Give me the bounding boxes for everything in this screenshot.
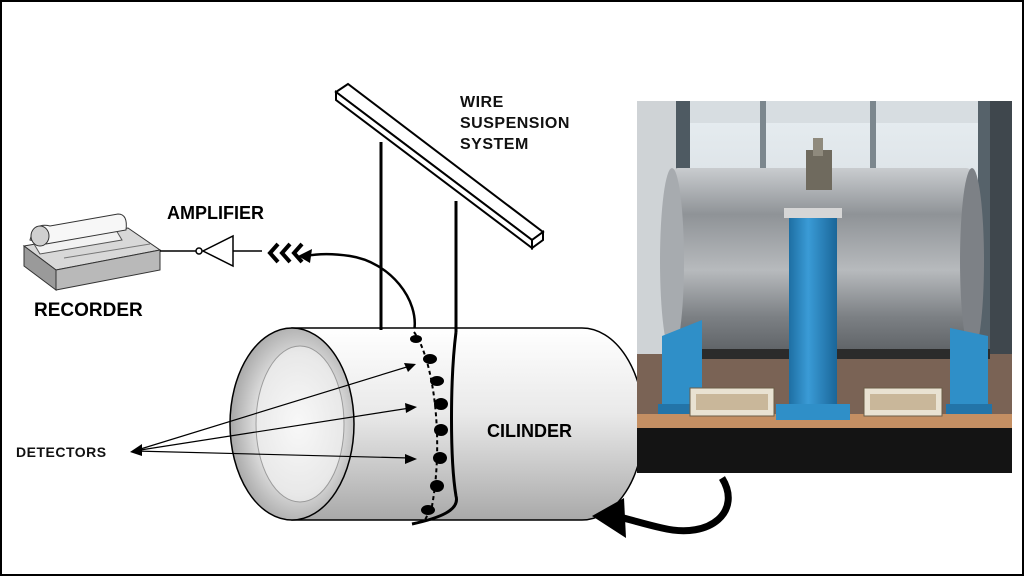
wire-suspension-label-1: WIRE — [460, 94, 504, 111]
detector-dot — [433, 452, 447, 464]
cylinder-diagram — [229, 327, 645, 521]
detector-dots — [410, 335, 448, 515]
detector-arrowheads — [130, 363, 417, 464]
detector-dot — [410, 335, 422, 343]
photo-link-arrow — [613, 476, 732, 535]
suspension-wire-loop — [411, 331, 458, 526]
signal-cable — [305, 252, 417, 333]
signal-cable-arrow — [298, 249, 312, 263]
wire-suspension-label-3: SYSTEM — [460, 136, 529, 153]
detector-dot — [434, 398, 448, 410]
recorder-label: RECORDER — [34, 300, 143, 321]
recorder-device — [22, 213, 162, 291]
suspension-beam — [334, 82, 545, 251]
cylinder-photo — [637, 101, 1012, 473]
photo-link-arrowhead — [592, 498, 626, 538]
detector-pointers — [133, 365, 411, 459]
amplifier-label: AMPLIFIER — [167, 203, 264, 223]
signal-chevrons — [267, 242, 304, 264]
detector-dot — [423, 354, 437, 364]
detector-dot — [434, 424, 448, 436]
amplifier-symbol — [195, 234, 262, 268]
cylinder-label: CILINDER — [487, 421, 572, 441]
detector-dot — [430, 480, 444, 492]
wire-suspension-label-2: SUSPENSION — [460, 115, 570, 132]
detector-dot — [430, 376, 444, 386]
detectors-label: DETECTORS — [16, 444, 107, 460]
detector-dot — [421, 505, 435, 515]
detector-ring — [413, 331, 439, 523]
